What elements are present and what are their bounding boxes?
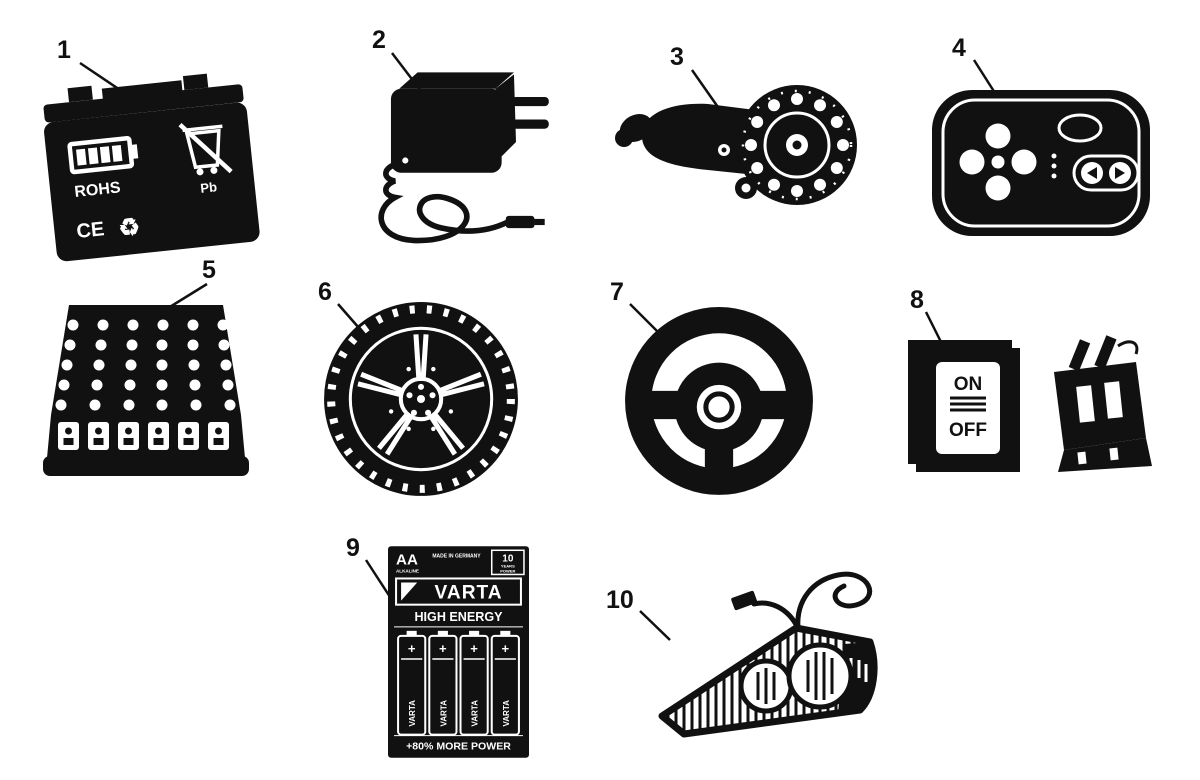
terminal-slots xyxy=(58,422,229,450)
svg-text:VARTA: VARTA xyxy=(439,700,448,727)
callout-5: 5 xyxy=(202,256,216,284)
wiring-connector xyxy=(1054,335,1152,472)
terminal-blade xyxy=(1068,339,1091,372)
callout-1: 1 xyxy=(57,36,71,64)
battery-cell: + VARTA xyxy=(428,630,458,736)
hub-bolts xyxy=(406,383,436,416)
terminal-blade xyxy=(1094,335,1117,370)
brand-logo: VARTA xyxy=(395,577,522,606)
callout-4: 4 xyxy=(952,34,966,62)
vent-dot-grid xyxy=(55,319,236,411)
bulb-reflector xyxy=(786,642,854,710)
on-label: ON xyxy=(954,374,983,395)
part-4-remote-control xyxy=(928,84,1156,242)
crossed-bin-icon xyxy=(178,123,233,176)
callout-8: 8 xyxy=(910,286,924,314)
charger-led xyxy=(402,157,409,164)
svg-text:+: + xyxy=(439,641,447,656)
alkaline-label: ALKALINE xyxy=(396,568,419,573)
callout-9: 9 xyxy=(346,534,360,562)
power-oval xyxy=(1057,113,1103,143)
svg-text:VARTA: VARTA xyxy=(471,700,480,727)
brake-holes xyxy=(388,366,454,432)
callout-3: 3 xyxy=(670,43,684,71)
gear-detail xyxy=(745,93,849,197)
dpad-icon xyxy=(959,123,1037,201)
size-label: AA xyxy=(396,551,418,568)
made-in-label: MADE IN GERMANY xyxy=(432,553,481,559)
part-5-battery-holder xyxy=(40,300,252,500)
battery-cell: + VARTA xyxy=(397,630,427,736)
plug-prong xyxy=(511,119,549,129)
flag-icon xyxy=(401,582,418,601)
holder-body xyxy=(43,305,249,476)
svg-text:YEARS: YEARS xyxy=(501,563,515,568)
barrel-connector xyxy=(505,215,545,229)
charger-cable xyxy=(378,161,511,244)
remote-shell xyxy=(932,90,1150,236)
direction-panel xyxy=(1072,154,1140,192)
svg-text:VARTA: VARTA xyxy=(435,583,503,604)
part-10-headlight xyxy=(648,548,886,746)
svg-text:10: 10 xyxy=(502,553,514,564)
battery-cell: + VARTA xyxy=(459,630,489,736)
rocker-switch: ON OFF xyxy=(908,340,1020,472)
callout-6: 6 xyxy=(318,278,332,306)
rocker-grip-lines xyxy=(950,396,986,412)
part-9-aa-batteries: AA ALKALINE MADE IN GERMANY 10 YEARS POW… xyxy=(388,546,529,758)
battery-level-icon xyxy=(67,136,139,175)
callout-2: 2 xyxy=(372,26,386,54)
spokes xyxy=(357,334,485,456)
indicator-dots xyxy=(1051,153,1057,179)
part-8-power-switch: ON OFF xyxy=(898,332,1156,494)
plug-prong xyxy=(511,96,549,107)
svg-text:+: + xyxy=(502,641,510,656)
off-label: OFF xyxy=(949,420,987,441)
high-energy-label: HIGH ENERGY xyxy=(414,610,503,624)
charger-body xyxy=(390,72,549,173)
callout-10: 10 xyxy=(606,586,634,614)
svg-text:+: + xyxy=(408,641,416,656)
svg-text:VARTA: VARTA xyxy=(408,700,417,727)
recycle-icon: ♻ xyxy=(117,213,141,242)
hub xyxy=(398,376,444,422)
rohs-label: ROHS xyxy=(74,179,122,201)
svg-text:POWER: POWER xyxy=(500,568,515,573)
part-7-steering-wheel xyxy=(618,302,820,504)
part-6-wheel xyxy=(320,296,522,503)
part-3-gearbox-motor xyxy=(612,66,877,224)
part-2-charger xyxy=(352,66,557,256)
rocker xyxy=(936,362,1000,454)
cable-connector xyxy=(731,590,758,611)
callout-7: 7 xyxy=(610,278,624,306)
more-power-label: +80% MORE POWER xyxy=(406,741,511,753)
horn-button xyxy=(703,391,735,423)
svg-text:VARTA: VARTA xyxy=(502,700,511,727)
ce-mark: CE xyxy=(75,218,105,243)
svg-text:+: + xyxy=(470,641,478,656)
ten-years-badge: 10 YEARS POWER xyxy=(490,549,525,576)
rim-edge xyxy=(348,326,494,472)
pb-label: Pb xyxy=(200,179,218,196)
battery-cell: + VARTA xyxy=(490,630,520,736)
headlight-cable xyxy=(795,571,873,631)
part-1-battery: ROHS Pb CE ♻ xyxy=(28,61,272,278)
